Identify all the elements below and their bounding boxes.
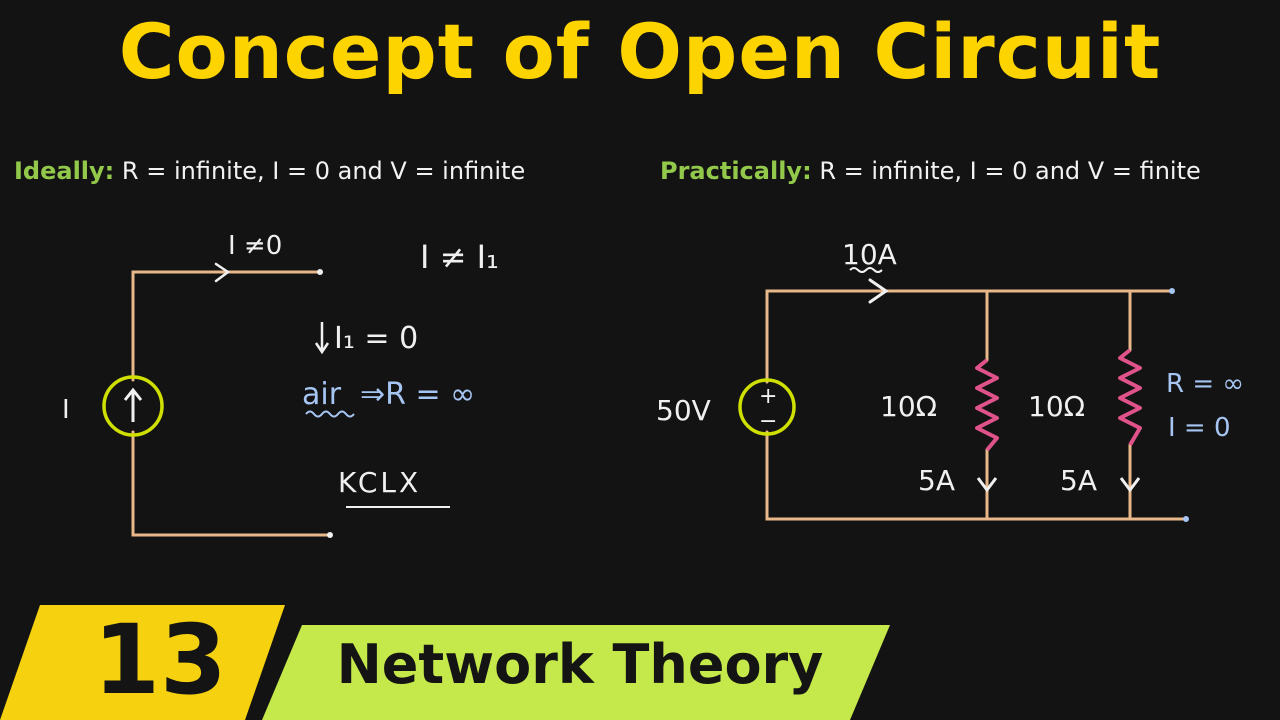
branch2-current-label: 5A <box>1060 464 1097 497</box>
ideal-label: Ideally: <box>14 157 115 185</box>
voltage-plus-sign: + <box>759 384 777 409</box>
left-bottom-wire <box>131 430 332 537</box>
source-current-label: I <box>62 395 70 425</box>
total-current-label: 10A <box>842 238 897 271</box>
left-circuit <box>131 262 333 538</box>
right-bottom-terminal <box>1183 516 1189 522</box>
voltage-source-label: 50V <box>656 394 711 427</box>
left-bottom-terminal <box>327 532 333 538</box>
course-title: Network Theory <box>336 633 824 696</box>
down-arrow-icon <box>314 342 330 355</box>
left-top-terminal <box>317 269 323 275</box>
left-current-arrow <box>214 262 231 283</box>
banner-number-shape <box>0 605 285 720</box>
total-current-squiggle <box>849 267 883 273</box>
open-resistance-label: R = ∞ <box>1166 369 1244 399</box>
voltage-source: + − <box>738 378 796 436</box>
voltage-minus-sign: − <box>759 409 777 434</box>
resistor2-zigzag <box>1118 348 1142 447</box>
branch-current-zero: I₁ = 0 <box>334 321 418 356</box>
branch1-current-arrow <box>976 477 998 493</box>
kcl-violated: KCLX <box>338 466 421 499</box>
air-resistance-infinite: ⇒R = ∞ <box>360 377 475 412</box>
resistor1-zigzag <box>975 358 999 452</box>
current-not-zero-note: I ≠0 <box>228 231 282 261</box>
right-top-wire <box>765 289 1174 384</box>
resistor1-label: 10Ω <box>880 390 937 423</box>
practical-text: R = infinite, I = 0 and V = finite <box>819 157 1201 185</box>
open-current-label: I = 0 <box>1168 413 1231 443</box>
right-bottom-wire <box>765 430 1188 521</box>
voltage-source-circle <box>738 378 796 436</box>
right-top-terminal <box>1169 288 1175 294</box>
ideal-note: Ideally: R = infinite, I = 0 and V = inf… <box>14 157 525 185</box>
branch2-current-arrow <box>1119 477 1141 493</box>
current-source-circle <box>102 375 164 437</box>
air-underline <box>305 410 355 418</box>
branch1-current-label: 5A <box>918 464 955 497</box>
practical-label: Practically: <box>660 157 812 185</box>
episode-number: 13 <box>93 604 227 716</box>
current-source <box>102 375 164 437</box>
page-title: Concept of Open Circuit <box>118 7 1162 96</box>
resistor2-label: 10Ω <box>1028 390 1085 423</box>
right-circuit <box>765 278 1189 522</box>
ideal-text: R = infinite, I = 0 and V = infinite <box>121 157 526 185</box>
current-source-arrow-icon <box>123 387 143 401</box>
banner-title-shape <box>262 625 890 720</box>
current-inequality: I ≠ I₁ <box>420 238 499 276</box>
total-current-arrow <box>868 278 889 304</box>
air-word: air <box>302 377 342 412</box>
practical-note: Practically: R = infinite, I = 0 and V =… <box>660 157 1201 185</box>
left-top-wire <box>131 270 322 382</box>
